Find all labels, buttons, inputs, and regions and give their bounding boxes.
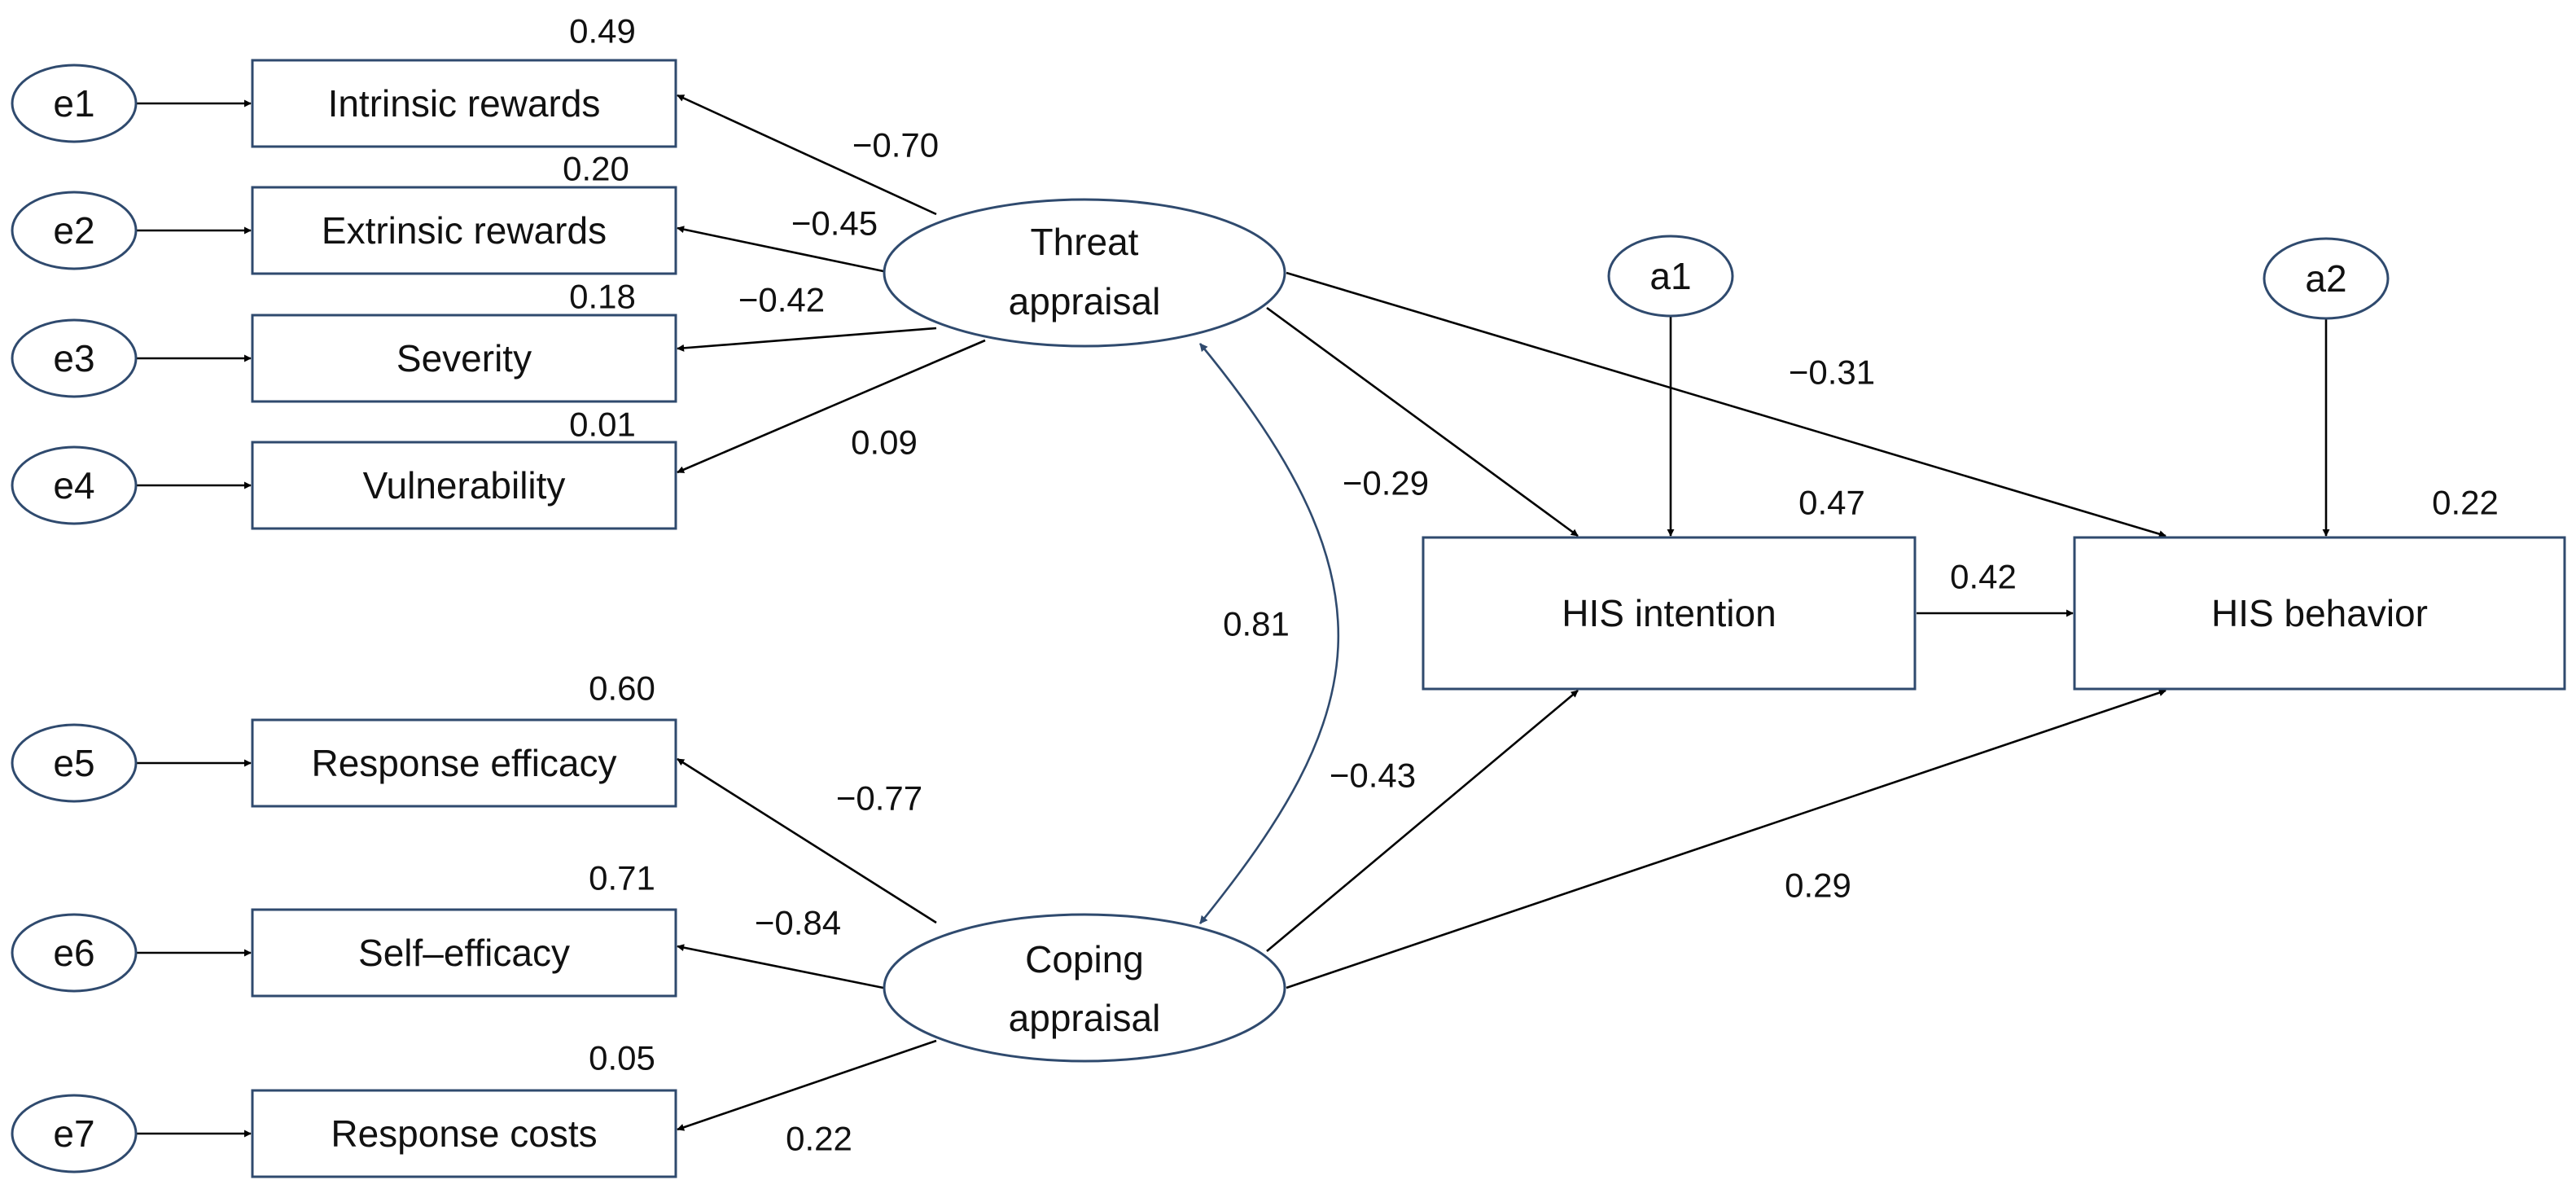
edge-threat-behavior (1286, 271, 2166, 537)
indicator-vulnerability: Vulnerability 0.01 (251, 406, 677, 530)
error-term-e1: e1 (11, 64, 138, 143)
indicator-box (251, 314, 677, 403)
indicator-r2: 0.71 (589, 859, 655, 897)
edge-threat-intention (1266, 306, 1579, 537)
loading-response-costs: 0.22 (786, 1120, 852, 1158)
path-threat-behavior-label: −0.31 (1789, 353, 1875, 392)
path-threat-intention-label: −0.29 (1343, 464, 1429, 502)
loading-extrinsic-rewards: −0.45 (791, 204, 878, 243)
edge-threat-vulnerability (677, 339, 986, 474)
outcome-r2: 0.22 (2432, 484, 2499, 522)
outcome-box (2073, 536, 2566, 691)
error-label: e4 (53, 464, 94, 507)
disturbance-ellipse (1607, 235, 1734, 318)
outcome-his-intention: HIS intention 0.47 (1422, 484, 1917, 691)
indicator-label: Response efficacy (311, 742, 616, 784)
loading-severity: −0.42 (738, 281, 825, 319)
error-term-e4: e4 (11, 445, 138, 525)
error-ellipse (11, 64, 138, 143)
error-label: e1 (53, 82, 94, 125)
indicator-box (251, 441, 677, 530)
disturbance-a1: a1 (1607, 235, 1734, 318)
edge-coping-response-costs (677, 1039, 937, 1131)
indicator-box (251, 718, 677, 808)
error-term-e3: e3 (11, 318, 138, 398)
latent-label-line2: appraisal (1009, 997, 1161, 1039)
indicator-box (251, 59, 677, 148)
indicator-self-efficacy: Self–efficacy 0.71 (251, 859, 677, 998)
error-ellipse (11, 723, 138, 803)
path-intention-behavior-label: 0.42 (1950, 558, 2017, 596)
indicator-r2: 0.05 (589, 1039, 655, 1077)
edge-coping-behavior (1286, 689, 2166, 989)
latent-label-line1: Coping (1025, 938, 1144, 980)
outcome-label: HIS intention (1562, 592, 1776, 634)
disturbance-ellipse (2263, 237, 2390, 320)
outcome-label: HIS behavior (2211, 592, 2428, 634)
error-term-e5: e5 (11, 723, 138, 803)
disturbance-label: a1 (1649, 255, 1691, 297)
indicator-r2: 0.01 (569, 406, 636, 444)
outcome-r2: 0.47 (1798, 484, 1865, 522)
outcome-box (1422, 536, 1917, 691)
indicator-label: Vulnerability (363, 464, 566, 507)
latent-threat-appraisal: Threat appraisal (883, 198, 1286, 348)
edge-coping-intention (1266, 690, 1579, 952)
error-label: e5 (53, 742, 94, 784)
loading-response-efficacy: −0.77 (836, 779, 922, 818)
indicator-r2: 0.20 (563, 150, 629, 188)
indicator-box (251, 908, 677, 998)
indicator-label: Response costs (331, 1112, 597, 1155)
edge-threat-severity (677, 327, 937, 352)
disturbance-label: a2 (2305, 257, 2346, 300)
indicator-severity: Severity 0.18 (251, 278, 677, 403)
edge-coping-response-efficacy (677, 757, 937, 924)
indicator-response-costs: Response costs 0.05 (251, 1039, 677, 1178)
edge-coping-self-efficacy (677, 944, 884, 989)
edge-threat-intrinsic (677, 94, 937, 216)
indicator-intrinsic-rewards: Intrinsic rewards 0.49 (251, 12, 677, 148)
indicator-box (251, 186, 677, 275)
indicator-extrinsic-rewards: Extrinsic rewards 0.20 (251, 150, 677, 275)
error-label: e7 (53, 1112, 94, 1155)
error-ellipse (11, 1094, 138, 1173)
indicator-r2: 0.49 (569, 12, 636, 50)
path-coping-intention-label: −0.43 (1330, 757, 1416, 795)
indicator-label: Extrinsic rewards (322, 209, 607, 252)
error-ellipse (11, 913, 138, 993)
error-term-e6: e6 (11, 913, 138, 993)
error-term-e7: e7 (11, 1094, 138, 1173)
error-term-e2: e2 (11, 191, 138, 270)
indicator-label: Severity (396, 337, 532, 379)
latent-ellipse (883, 198, 1286, 348)
latent-label-line2: appraisal (1009, 280, 1161, 322)
latent-label-line1: Threat (1031, 221, 1139, 263)
error-ellipse (11, 318, 138, 398)
indicator-box (251, 1089, 677, 1178)
error-label: e6 (53, 932, 94, 974)
error-label: e2 (53, 209, 94, 252)
latent-coping-appraisal: Coping appraisal (883, 913, 1286, 1063)
indicator-label: Self–efficacy (358, 932, 570, 974)
latent-ellipse (883, 913, 1286, 1063)
indicator-r2: 0.18 (569, 278, 636, 316)
outcome-his-behavior: HIS behavior 0.22 (2073, 484, 2566, 691)
indicator-label: Intrinsic rewards (328, 82, 601, 125)
loading-intrinsic-rewards: −0.70 (852, 126, 939, 165)
correlation-label: 0.81 (1223, 605, 1290, 643)
disturbance-a2: a2 (2263, 237, 2390, 320)
error-ellipse (11, 191, 138, 270)
error-ellipse (11, 445, 138, 525)
loading-vulnerability: 0.09 (851, 423, 918, 462)
indicator-r2: 0.60 (589, 669, 655, 708)
error-label: e3 (53, 337, 94, 379)
loading-self-efficacy: −0.84 (755, 904, 841, 942)
edge-threat-coping-correlation (1198, 343, 1340, 924)
edge-threat-extrinsic (677, 226, 884, 273)
path-coping-behavior-label: 0.29 (1785, 866, 1851, 905)
indicator-response-efficacy: Response efficacy 0.60 (251, 669, 677, 808)
